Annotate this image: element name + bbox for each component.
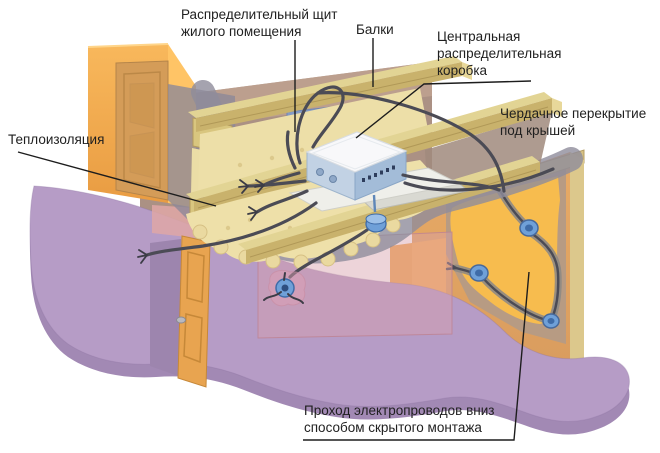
central-junction-box <box>305 131 408 201</box>
terminal-dots <box>362 165 395 182</box>
ceiling-outlet <box>263 269 306 307</box>
label-line: коробка <box>437 63 488 78</box>
leader-hidden-wiring <box>303 271 530 441</box>
door-handle <box>176 316 186 324</box>
label-attic-floor: Чердачное перекрытие под крышей <box>500 105 646 139</box>
box-mounting-pin <box>372 194 377 213</box>
label-line: Проход электропроводов вниз <box>304 403 495 418</box>
wires <box>145 85 555 279</box>
label-distribution-panel: Распределительный щит жилого помещения <box>181 6 337 40</box>
label-line: под крышей <box>500 123 576 138</box>
label-line: Балки <box>356 22 394 37</box>
label-line: Центральная <box>437 29 521 44</box>
label-line: Чердачное перекрытие <box>500 106 647 121</box>
label-insulation: Теплоизоляция <box>8 131 104 148</box>
label-line: жилого помещения <box>181 24 302 39</box>
wall-frame-strip <box>570 152 584 372</box>
upper-door <box>115 60 169 201</box>
leader-central-box <box>355 80 532 139</box>
lower-door <box>176 235 211 388</box>
label-line: Теплоизоляция <box>8 132 105 147</box>
leader-lines <box>17 38 532 441</box>
wiring-recess <box>450 176 560 324</box>
edge-junction-box <box>365 213 387 233</box>
label-line: способом скрытого монтажа <box>304 420 482 435</box>
label-hidden-wiring: Проход электропроводов вниз способом скры… <box>304 402 494 436</box>
label-central-box: Центральная распределительная коробка <box>437 28 561 79</box>
beam <box>188 56 472 132</box>
label-line: распределительная <box>437 46 562 61</box>
label-beams: Балки <box>356 21 394 38</box>
leader-insulation <box>17 151 217 207</box>
wire-frays <box>137 179 265 264</box>
label-line: Распределительный щит <box>181 7 338 22</box>
wall-junction-boxes <box>469 219 560 329</box>
